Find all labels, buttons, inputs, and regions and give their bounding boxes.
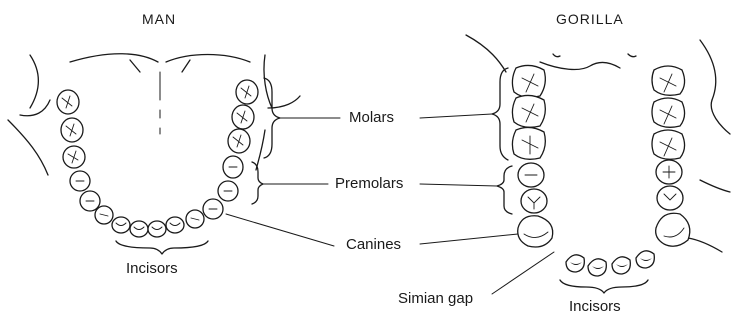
man-premolars-brace <box>252 162 263 204</box>
gorilla-incisor-4 <box>636 251 654 268</box>
man-canine-right <box>186 210 204 228</box>
gorilla-incisor-1 <box>566 255 584 272</box>
gorilla-teeth <box>512 65 689 276</box>
man-molar-left-1 <box>57 90 79 114</box>
man-molar-right-1 <box>228 129 250 153</box>
gorilla-molar-right-2 <box>652 98 685 127</box>
gorilla-molars-brace <box>492 68 508 160</box>
gorilla-incisor-3 <box>612 257 630 274</box>
man-jaw-outline <box>8 54 300 175</box>
man-incisor-3 <box>148 221 166 237</box>
gorilla-premolar-left-2 <box>521 189 547 213</box>
man-incisor-2 <box>130 221 148 237</box>
molars-label: Molars <box>349 109 394 127</box>
gorilla-molar-left-1 <box>512 65 545 97</box>
gorilla-premolar-right-2 <box>656 160 682 184</box>
gorilla-canine-left <box>518 216 553 247</box>
man-teeth <box>57 80 258 237</box>
man-molar-right-3 <box>236 80 258 104</box>
gorilla-premolar-right-1 <box>657 186 683 210</box>
man-molar-left-3 <box>63 146 85 168</box>
man-premolar-right-2 <box>218 181 238 201</box>
man-molar-left-2 <box>61 118 83 142</box>
gorilla-incisors-label: Incisors <box>569 298 621 316</box>
man-incisors-brace <box>116 241 208 254</box>
gorilla-jaw-outline <box>466 35 730 252</box>
gorilla-molar-left-2 <box>512 95 545 127</box>
man-incisor-4 <box>166 217 184 233</box>
gorilla-title: GORILLA <box>556 10 624 28</box>
man-incisor-1 <box>112 217 130 233</box>
man-premolar-left-2 <box>80 191 100 211</box>
gorilla-canine-right <box>656 213 690 246</box>
simian-gap-label: Simian gap <box>398 290 473 308</box>
premolars-label: Premolars <box>335 175 403 193</box>
gorilla-molar-right-3 <box>652 66 685 95</box>
man-molar-right-2 <box>232 105 254 129</box>
gorilla-molar-right-1 <box>652 130 685 159</box>
gorilla-premolar-left-1 <box>518 163 544 187</box>
man-canine-left <box>95 206 113 224</box>
gorilla-incisor-2 <box>588 259 606 276</box>
man-incisors-label: Incisors <box>126 260 178 278</box>
canines-label: Canines <box>346 236 401 254</box>
gorilla-incisors-brace <box>560 280 648 293</box>
man-premolar-right-1 <box>203 199 223 219</box>
gorilla-premolars-brace <box>497 166 512 214</box>
man-title: MAN <box>142 10 176 28</box>
leader-lines <box>226 114 554 294</box>
man-premolar-right-3 <box>223 156 243 178</box>
man-premolar-left-1 <box>70 171 90 191</box>
gorilla-molar-left-3 <box>512 127 545 159</box>
